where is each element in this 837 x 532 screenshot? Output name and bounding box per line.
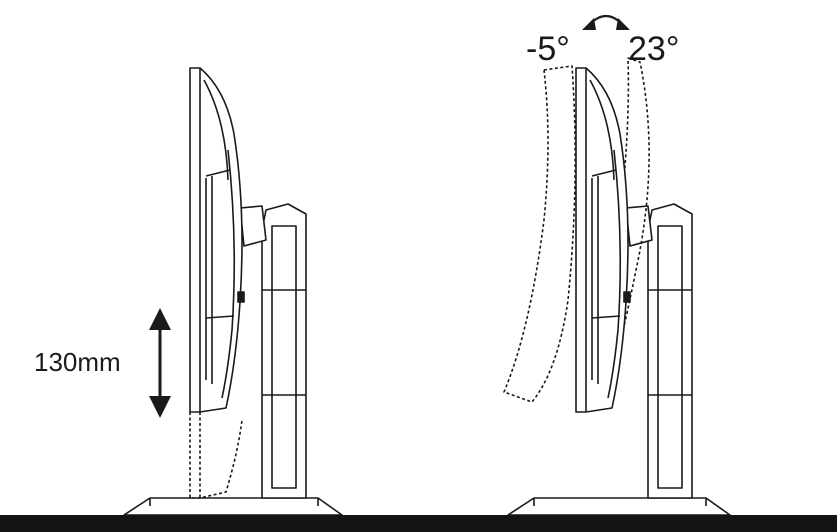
monitor-right-tilt-forward (503, 65, 576, 403)
height-adjust-label: 130mm (34, 347, 121, 377)
floor-surface (0, 515, 837, 532)
double-arrow-vertical-icon (149, 308, 171, 418)
stand-column-right (647, 203, 693, 499)
curved-double-arrow-icon (582, 14, 630, 30)
stand-column-left (261, 203, 307, 499)
stand-base-right (507, 497, 731, 516)
tilt-back-label: 23° (628, 30, 679, 68)
tilt-adjustment-figure (503, 57, 731, 516)
height-adjustment-figure (123, 67, 343, 516)
tilt-forward-label: -5° (526, 30, 570, 68)
monitor-left-lowered (189, 412, 243, 499)
stand-base-left (123, 497, 343, 516)
